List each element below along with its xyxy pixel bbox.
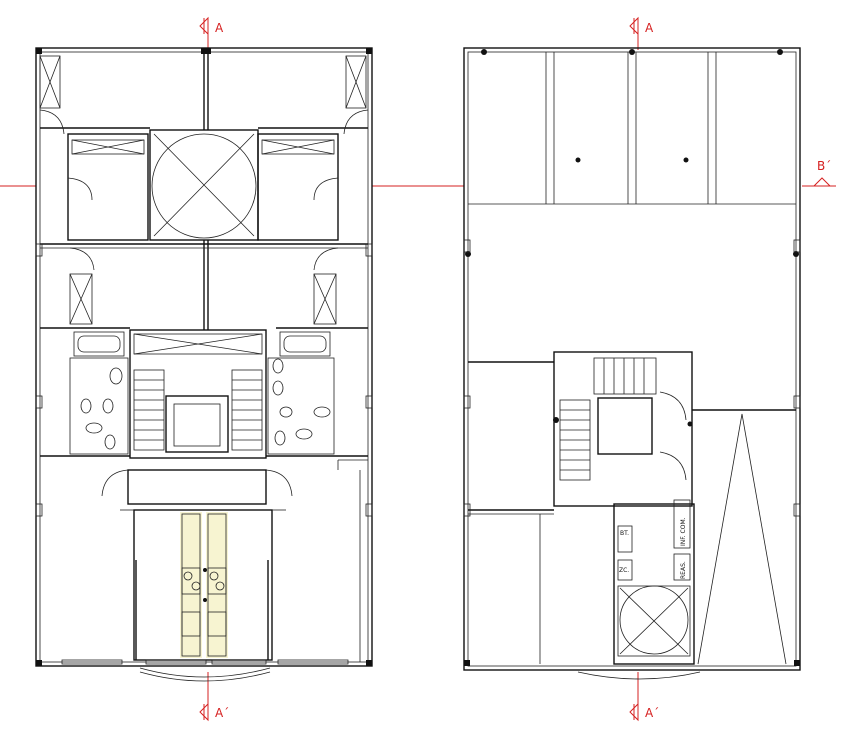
right-floor-plan: BT. ZC. INF. COM. REAS. bbox=[463, 47, 801, 680]
right-stair-steps-vertical bbox=[560, 409, 590, 471]
right-stair-steps bbox=[603, 358, 645, 394]
label-reas: REAS. bbox=[680, 561, 687, 579]
label-inf-com: INF. COM. bbox=[680, 517, 687, 546]
label-bt: BT. bbox=[620, 530, 629, 537]
label-zc: ZC. bbox=[619, 567, 629, 574]
section-label-top-left: A bbox=[215, 21, 224, 35]
section-label-bottom-left: A´ bbox=[215, 706, 229, 720]
section-label-side-right: B´ bbox=[817, 159, 831, 173]
section-label-top-right: A bbox=[645, 21, 654, 35]
stair-steps-left bbox=[134, 379, 164, 441]
section-marker-top-left: A bbox=[199, 16, 224, 36]
section-marker-top-right: A bbox=[629, 16, 654, 36]
left-floor-plan bbox=[35, 47, 373, 682]
section-marker-bottom-left: A´ bbox=[199, 702, 229, 722]
section-marker-side-right: B´ bbox=[812, 159, 831, 187]
stair-steps-right bbox=[232, 379, 262, 441]
section-label-bottom-right: A´ bbox=[645, 706, 659, 720]
section-marker-bottom-right: A´ bbox=[629, 702, 659, 722]
section-lines bbox=[0, 18, 836, 720]
